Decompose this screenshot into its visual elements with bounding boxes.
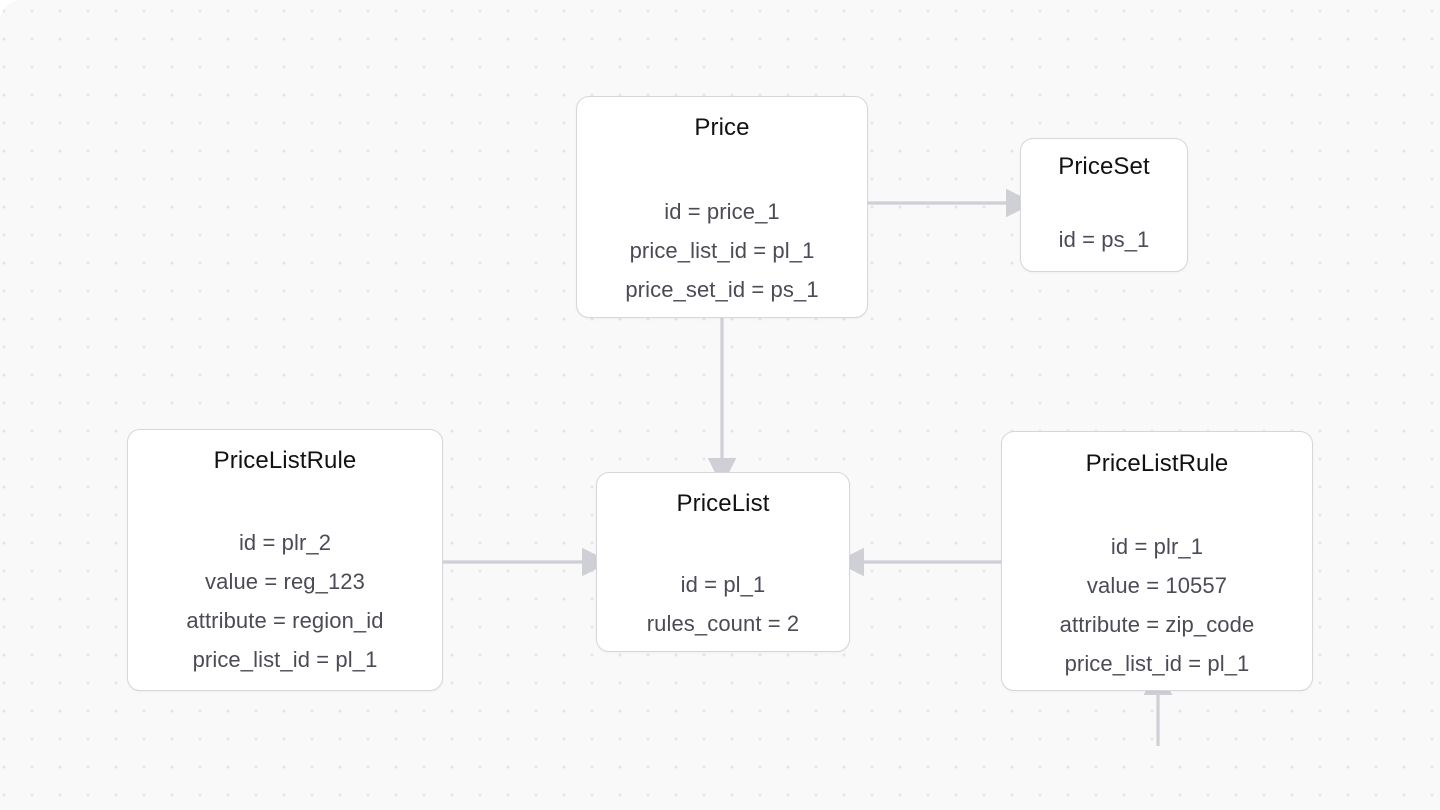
node-pricelistrule-left-field-value: value = reg_123 (205, 569, 365, 594)
node-pricelistrule-right-field-value: value = 10557 (1086, 573, 1228, 598)
node-pricelist-title: PriceList (676, 490, 770, 517)
node-pricelistrule-right-field-price-list-id: price_list_id = pl_1 (1064, 651, 1250, 676)
node-priceset[interactable]: PriceSet id = ps_1 (1020, 138, 1188, 272)
node-pricelistrule-left-fields: id = plr_2 value = reg_123 attribute = r… (186, 523, 383, 679)
node-pricelistrule-left-field-id: id = plr_2 (238, 530, 332, 555)
node-pricelistrule-left[interactable]: PriceListRule id = plr_2 value = reg_123… (127, 429, 443, 691)
node-pricelistrule-right-field-attribute: attribute = zip_code (1059, 612, 1255, 637)
node-price-field-price-set-id: price_set_id = ps_1 (625, 277, 819, 302)
node-pricelistrule-left-field-attribute: attribute = region_id (186, 608, 384, 633)
node-price-fields: id = price_1 price_list_id = pl_1 price_… (625, 192, 818, 309)
node-price[interactable]: Price id = price_1 price_list_id = pl_1 … (576, 96, 868, 318)
node-price-title: Price (694, 114, 750, 141)
node-pricelist[interactable]: PriceList id = pl_1 rules_count = 2 (596, 472, 850, 652)
node-pricelist-fields: id = pl_1 rules_count = 2 (647, 565, 800, 643)
node-priceset-title: PriceSet (1058, 153, 1150, 180)
node-price-field-price-list-id: price_list_id = pl_1 (629, 238, 815, 263)
node-priceset-fields: id = ps_1 (1059, 220, 1150, 259)
node-pricelistrule-left-field-price-list-id: price_list_id = pl_1 (192, 647, 378, 672)
node-pricelist-field-rules-count: rules_count = 2 (646, 611, 800, 636)
node-pricelistrule-right[interactable]: PriceListRule id = plr_1 value = 10557 a… (1001, 431, 1313, 691)
node-pricelistrule-right-fields: id = plr_1 value = 10557 attribute = zip… (1060, 527, 1255, 683)
node-pricelistrule-right-field-id: id = plr_1 (1110, 534, 1204, 559)
node-priceset-field-id: id = ps_1 (1058, 227, 1150, 252)
node-pricelistrule-right-title: PriceListRule (1085, 450, 1229, 477)
node-price-field-id: id = price_1 (664, 199, 780, 224)
node-pricelist-field-id: id = pl_1 (680, 572, 766, 597)
node-pricelistrule-left-title: PriceListRule (213, 447, 357, 474)
